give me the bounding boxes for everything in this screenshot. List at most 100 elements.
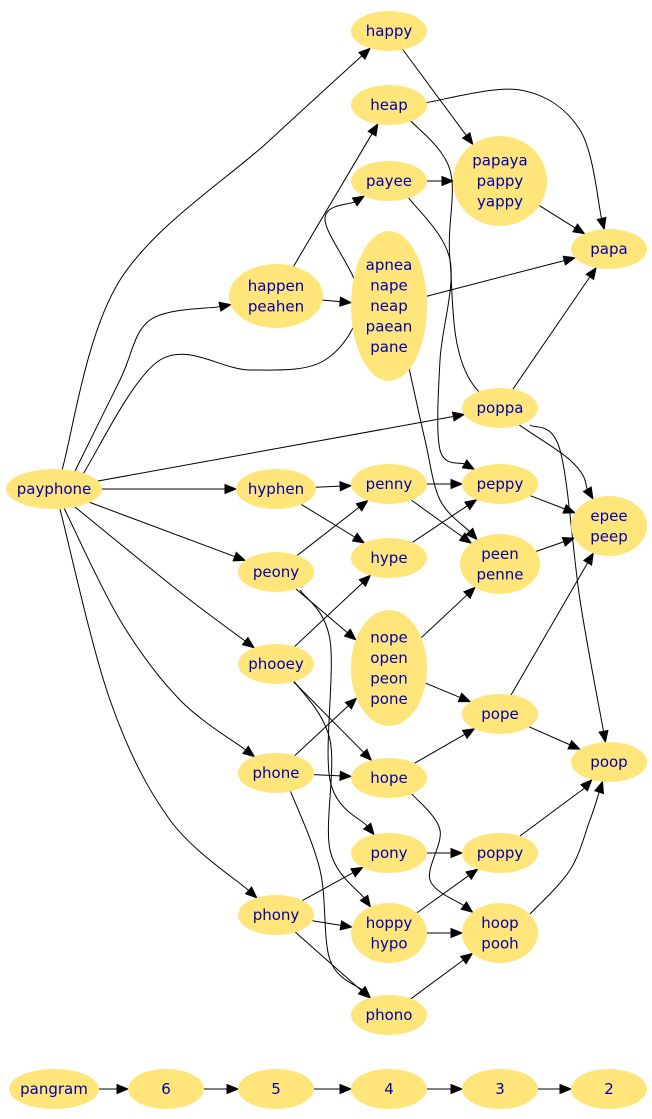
node-ellipse <box>351 231 427 381</box>
edge-hope-to-pope <box>414 728 476 764</box>
edge-line <box>89 501 235 558</box>
edge-peen-to-epee <box>536 536 576 552</box>
edge-heap-to-papa <box>423 88 607 231</box>
arrowhead <box>241 636 256 649</box>
node-label: papaya <box>472 152 528 170</box>
edge-hope-to-hoop <box>411 793 474 913</box>
node-label: open <box>370 649 407 667</box>
node-label: peppy <box>477 475 524 493</box>
edge-line <box>416 875 469 914</box>
node-hope: hope <box>351 758 427 798</box>
node-label: 6 <box>161 1080 171 1098</box>
edge-peony-to-nope <box>295 588 357 641</box>
edge-penny-to-peppy <box>427 478 464 490</box>
edge-line <box>512 276 591 390</box>
node-label: peony <box>253 563 299 581</box>
arrowhead <box>562 503 577 514</box>
edge-peppy-to-epee <box>530 495 577 514</box>
edge-poppa-to-poop <box>529 424 609 744</box>
arrowhead <box>441 175 455 187</box>
edge-pangram-to-six <box>99 1083 130 1095</box>
arrowhead <box>232 551 247 562</box>
arrowhead <box>450 927 464 939</box>
arrowhead <box>463 498 478 511</box>
edge-payphone-to-peony <box>89 501 247 562</box>
node-label: payphone <box>17 480 92 498</box>
edge-line <box>528 726 570 746</box>
arrowhead <box>355 499 369 512</box>
arrowhead <box>465 527 478 541</box>
node-happy: happy <box>351 11 427 51</box>
node-label: peen <box>481 545 519 563</box>
edge-line <box>529 424 604 732</box>
edge-nope-to-peen <box>421 586 476 639</box>
node-label: phony <box>253 906 300 924</box>
node-label: phooey <box>248 655 304 673</box>
arrowhead <box>598 729 609 744</box>
edge-line <box>412 505 468 543</box>
edge-peony-to-penny <box>296 499 369 556</box>
node-label: poppy <box>477 844 524 862</box>
node-label: penny <box>366 475 413 493</box>
node-ellipse <box>351 833 427 873</box>
arrowhead <box>339 920 354 931</box>
node-label: phone <box>253 764 300 782</box>
node-label: papa <box>590 240 627 258</box>
node-ellipse <box>229 264 323 328</box>
edge-line <box>301 504 356 538</box>
node-poppa: poppa <box>462 388 538 428</box>
arrowhead <box>580 778 593 792</box>
edge-line <box>74 506 246 642</box>
edge-line <box>293 680 365 899</box>
node-label: hoppy <box>366 914 413 932</box>
edge-phone-to-hope <box>313 770 353 782</box>
node-ellipse <box>351 11 427 51</box>
node-pope: pope <box>462 694 538 734</box>
edge-line <box>539 205 576 229</box>
edge-line <box>421 594 468 639</box>
arrowhead <box>226 1083 240 1095</box>
node-label: pangram <box>20 1080 88 1098</box>
edge-line <box>63 507 246 751</box>
edge-line <box>322 299 341 303</box>
arrowhead <box>351 195 366 207</box>
node-ellipse <box>571 1069 647 1109</box>
node-label: peahen <box>248 297 304 315</box>
arrowhead <box>451 411 466 422</box>
node-ellipse <box>462 833 538 873</box>
edge-phooey-to-hope <box>293 681 373 762</box>
node-peppy: peppy <box>462 464 538 504</box>
edge-phone-to-phono <box>289 789 372 999</box>
arrowhead <box>562 255 577 266</box>
edge-poppy-to-poop <box>519 778 593 837</box>
edge-pope-to-poop <box>528 726 582 750</box>
node-label: hoop <box>481 914 518 932</box>
node-label: peon <box>370 669 407 687</box>
node-penny: penny <box>351 464 427 504</box>
edge-payphone-to-phooey <box>74 506 256 649</box>
node-ellipse <box>460 534 540 594</box>
node-ellipse <box>351 610 427 726</box>
arrowhead <box>339 296 353 307</box>
node-label: happy <box>366 22 413 40</box>
node-phone: phone <box>238 753 314 793</box>
edge-hoop-to-poop <box>529 780 604 915</box>
node-ellipse <box>462 903 538 963</box>
edge-hoppy-to-hoop <box>427 927 464 939</box>
edge-phooey-to-hype <box>294 574 372 647</box>
node-label: nape <box>370 277 407 295</box>
edge-line <box>536 541 565 552</box>
edge-line <box>294 582 363 647</box>
node-ellipse <box>351 758 427 798</box>
arrowhead <box>458 532 473 544</box>
node-nope: nope open peon pone <box>351 610 427 726</box>
node-label: phono <box>366 1006 413 1024</box>
edge-line <box>74 306 221 472</box>
node-label: pone <box>370 690 407 708</box>
node-label: 4 <box>384 1080 394 1098</box>
node-payphone: payphone <box>6 469 102 509</box>
edge-papaya-to-papa <box>539 205 586 235</box>
edge-line <box>426 260 565 297</box>
node-label: nope <box>370 628 407 646</box>
